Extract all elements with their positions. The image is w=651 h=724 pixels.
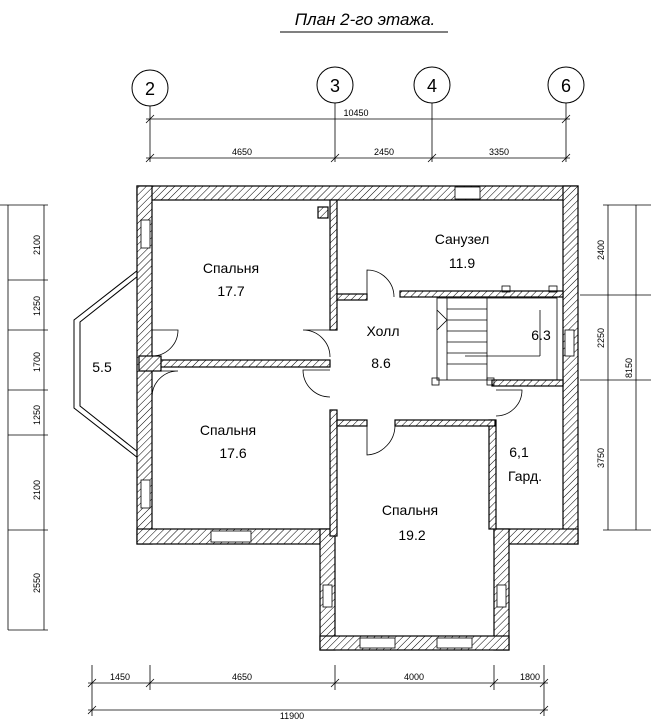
room-bay-area: 5.5 [92,359,112,375]
room-wardrobe-area: 6,1 [509,444,529,460]
door-swings [151,269,523,456]
room-bedroom-3-area: 19.2 [398,527,425,543]
left-dimension-chain: 2100 1250 1700 1250 2100 2550 [0,204,48,631]
room-bedroom-1-area: 17.7 [217,283,244,299]
dim-bottom-1: 1450 [110,672,130,682]
interior-walls [138,199,564,537]
dim-left-5: 2100 [32,480,42,500]
room-stair-area: 6.3 [531,327,551,343]
svg-text:4: 4 [427,76,437,96]
svg-text:3: 3 [330,76,340,96]
dim-left-6: 2550 [32,573,42,593]
dim-bottom-2: 4650 [232,672,252,682]
dim-left-2: 1250 [32,296,42,316]
room-bedroom-2-name: Спальня [200,422,256,438]
room-hall-area: 8.6 [371,355,391,371]
room-hall-name: Холл [367,323,400,339]
dim-right-3: 3750 [596,448,606,468]
dim-bottom-3: 4000 [404,672,424,682]
room-bedroom-1-name: Спальня [203,260,259,276]
dim-right-1: 2400 [596,240,606,260]
plan-title: План 2-го этажа. [295,10,436,29]
bottom-dimension-chain: 1450 4650 4000 1800 11900 [87,665,549,721]
svg-text:6: 6 [561,76,571,96]
room-wardrobe-name: Гард. [508,468,542,484]
right-dimension-chain: 2400 2250 3750 8150 [580,204,651,531]
axis-marker-2: 2 [131,69,169,162]
dim-top-overall: 10450 [343,108,368,118]
room-labels: Спальня 17.7 Санузел 11.9 Холл 8.6 6.3 5… [92,231,551,543]
dim-top-2: 2450 [374,147,394,157]
staircase [431,285,558,386]
dim-left-1: 2100 [32,235,42,255]
room-bedroom-2-area: 17.6 [219,445,246,461]
top-dimension-chain: 10450 4650 2450 3350 [145,108,571,163]
axis-marker-3: 3 [316,66,354,162]
dim-bottom-4: 1800 [520,672,540,682]
dim-right-overall: 8150 [624,358,634,378]
axis-marker-6: 6 [547,66,585,162]
bay-window [73,269,139,459]
exterior-walls [136,185,579,651]
dim-top-1: 4650 [232,147,252,157]
axis-marker-4: 4 [413,66,451,162]
dim-bottom-overall: 11900 [280,711,304,721]
svg-text:2: 2 [145,79,155,99]
dim-left-4: 1250 [32,405,42,425]
windows [140,186,575,649]
room-bedroom-3-name: Спальня [382,502,438,518]
dim-top-3: 3350 [489,147,509,157]
room-bathroom-name: Санузел [435,231,490,247]
dim-right-2: 2250 [596,328,606,348]
dim-left-3: 1700 [32,352,42,372]
room-bathroom-area: 11.9 [449,255,475,271]
